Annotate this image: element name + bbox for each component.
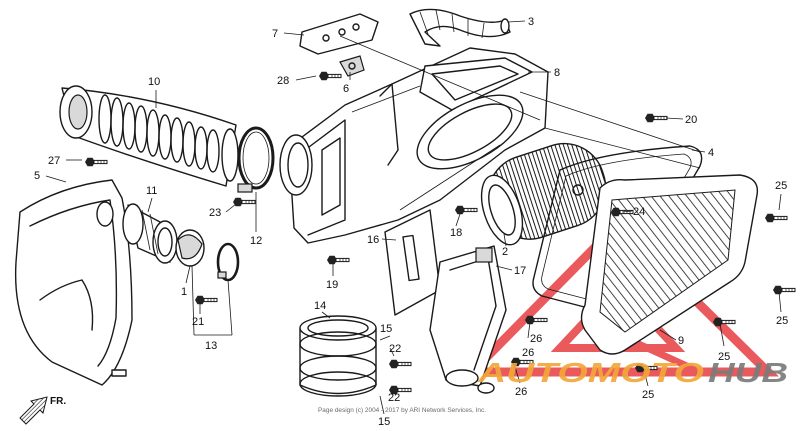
callout-3: 3 (528, 16, 534, 28)
housing-inlet-collar (279, 134, 313, 196)
callout-5: 5 (34, 170, 40, 182)
callout-18: 18 (450, 227, 462, 239)
bolt-27 (84, 157, 108, 167)
callout-19: 19 (326, 279, 338, 291)
callout-20: 20 (685, 114, 697, 126)
callout-26-a: 26 (530, 333, 542, 345)
screw-22-top (388, 359, 412, 369)
callout-9: 9 (678, 335, 684, 347)
callout-2: 2 (502, 246, 508, 258)
drain-tube-seal (299, 315, 377, 397)
callout-7: 7 (272, 28, 278, 40)
callout-27: 27 (48, 155, 60, 167)
brand-text-automoto: AUTOMOTO (477, 357, 705, 388)
callout-12: 12 (250, 235, 262, 247)
automotohub-wordmark: AUTOMOTO HUB (477, 357, 788, 388)
callout-25-right: 25 (776, 315, 788, 327)
bolt-23 (232, 197, 256, 207)
callout-25-mid: 25 (718, 351, 730, 363)
intake-duct (59, 85, 239, 187)
mounting-plate (384, 209, 441, 316)
bolt-26-a (524, 315, 548, 325)
bolt-28 (318, 71, 342, 81)
callout-1: 1 (181, 286, 187, 298)
bolt-18 (454, 205, 478, 215)
copyright-notice: Page design (c) 2004 - 2017 by ARI Netwo… (318, 407, 486, 414)
callout-21: 21 (192, 316, 204, 328)
joint-ring (175, 229, 205, 267)
callout-25-top: 25 (775, 180, 787, 192)
callout-15-bottom: 15 (378, 416, 390, 428)
callout-22-top: 22 (389, 343, 401, 355)
front-direction-indicator: FR. (19, 396, 66, 425)
leader-lines (45, 20, 782, 415)
duct-clamp (237, 126, 275, 193)
callout-22-bottom: 22 (388, 392, 400, 404)
callout-16: 16 (367, 234, 379, 246)
cover-gasket (532, 145, 703, 311)
callout-15-top: 15 (380, 323, 392, 335)
air-filter-element (480, 142, 607, 246)
breather-hose-part (409, 8, 511, 47)
brand-text-hub: HUB (708, 357, 788, 388)
callout-8: 8 (554, 67, 560, 79)
fasteners (84, 71, 796, 395)
callout-10: 10 (148, 76, 160, 88)
callout-4: 4 (708, 147, 714, 159)
callout-23: 23 (209, 207, 221, 219)
bracket-part (299, 13, 379, 55)
callout-labels: 7 3 8 28 6 10 20 4 27 5 11 23 12 24 25 1… (34, 16, 788, 428)
front-arrow-icon (19, 396, 48, 425)
washer-26 (477, 382, 495, 394)
callout-26-c: 26 (515, 386, 527, 398)
callout-28: 28 (277, 75, 289, 87)
callout-17: 17 (514, 265, 526, 277)
callout-13: 13 (205, 340, 217, 352)
connecting-boot (122, 203, 178, 264)
callout-24: 24 (633, 206, 645, 218)
air-cleaner-cover (580, 174, 759, 355)
band-clamp (216, 242, 240, 282)
callout-25-bottom: 25 (642, 389, 654, 401)
air-cleaner-housing (289, 47, 549, 244)
callout-6: 6 (343, 83, 349, 95)
callout-11: 11 (146, 185, 157, 197)
front-label: FR. (50, 396, 66, 407)
bolt-20 (644, 113, 668, 123)
bolt-19 (326, 255, 350, 265)
bolt-25-top (764, 213, 788, 223)
callout-26-b: 26 (522, 347, 534, 359)
callout-14: 14 (314, 300, 326, 312)
bolt-21 (194, 295, 218, 305)
bolt-25-right (772, 285, 796, 295)
side-cover (14, 179, 133, 386)
